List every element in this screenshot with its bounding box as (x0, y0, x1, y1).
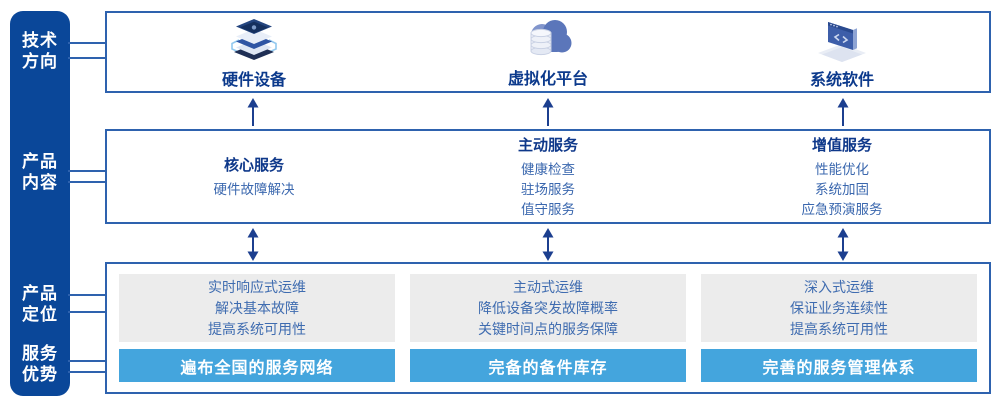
service-column-core: 核心服务 硬件故障解决 (107, 131, 401, 222)
positioning-panel: 深入式运维 保证业务连续性 提高系统可用性 (701, 274, 977, 343)
service-column-title: 增值服务 (811, 136, 872, 154)
arrow-up-down-icon (542, 228, 554, 261)
service-column-item: 健康检查 (521, 161, 575, 177)
arrow-up-down-icon (247, 228, 259, 261)
sidebar-label-line: 内容 (22, 173, 58, 192)
positioning-column-deep: 深入式运维 保证业务连续性 提高系统可用性 完善的服务管理体系 (701, 274, 977, 382)
service-column-value-added: 增值服务 性能优化 系统加固 应急预演服务 (695, 131, 989, 222)
service-column-item: 应急预演服务 (801, 201, 883, 217)
product-positioning-box: 实时响应式运维 解决基本故障 提高系统可用性 遍布全国的服务网络 主动式运维 降… (105, 262, 991, 394)
arrow-up-icon (247, 98, 259, 126)
sidebar-label-service-advantage: 服务 优势 (10, 343, 70, 385)
positioning-point: 保证业务连续性 (790, 299, 888, 316)
advantage-bar: 遍布全国的服务网络 (119, 349, 395, 382)
connector-line (68, 181, 107, 183)
positioning-point: 关键时间点的服务保障 (478, 320, 618, 337)
positioning-point: 提高系统可用性 (208, 320, 306, 337)
arrow-up-icon (837, 98, 849, 126)
sidebar-label-line: 产品 (22, 284, 58, 303)
advantage-bar: 完善的服务管理体系 (701, 349, 977, 382)
service-column-proactive: 主动服务 健康检查 驻场服务 值守服务 (401, 131, 695, 222)
connector-line (68, 170, 107, 172)
tech-item-label: 硬件设备 (221, 71, 286, 89)
connector-line (68, 57, 107, 59)
service-column-title: 主动服务 (517, 136, 578, 154)
product-content-box: 核心服务 硬件故障解决 主动服务 健康检查 驻场服务 值守服务 增值服务 性能优… (105, 129, 991, 224)
sidebar-label-product-positioning: 产品 定位 (10, 283, 70, 325)
tech-direction-box: 硬件设备 虚拟化平台 (105, 11, 991, 93)
tech-item-virtualization: 虚拟化平台 (401, 13, 695, 91)
tech-item-label: 系统软件 (809, 71, 874, 89)
sidebar-label-line: 定位 (22, 305, 58, 324)
positioning-point: 提高系统可用性 (790, 320, 888, 337)
positioning-point: 深入式运维 (804, 278, 874, 295)
sidebar-label-line: 方向 (22, 52, 58, 71)
connector-line (68, 311, 107, 313)
connector-line (68, 360, 107, 362)
sidebar-label-line: 优势 (22, 365, 58, 384)
service-column-item: 值守服务 (521, 201, 575, 217)
positioning-point: 降低设备突发故障概率 (478, 299, 618, 316)
sidebar-label-line: 服务 (22, 344, 58, 363)
tech-item-label: 虚拟化平台 (507, 70, 588, 88)
cloud-database-icon (530, 19, 572, 55)
positioning-panel: 主动式运维 降低设备突发故障概率 关键时间点的服务保障 (410, 274, 686, 343)
tech-item-hardware: 硬件设备 (107, 13, 401, 91)
server-stack-icon (231, 18, 277, 60)
arrow-up-icon (542, 98, 554, 126)
sidebar-label-product-content: 产品 内容 (10, 151, 70, 193)
positioning-point: 实时响应式运维 (208, 278, 306, 295)
sidebar-label-line: 产品 (22, 152, 58, 171)
tech-item-system-software: 系统软件 (695, 13, 989, 91)
positioning-point: 解决基本故障 (215, 299, 299, 316)
connector-line (68, 42, 107, 44)
service-column-title: 核心服务 (223, 156, 284, 174)
sidebar-label-tech-direction: 技术 方向 (10, 30, 70, 72)
service-column-item: 性能优化 (815, 161, 869, 177)
positioning-point: 主动式运维 (513, 278, 583, 295)
code-window-icon (818, 21, 866, 62)
connector-line (68, 294, 107, 296)
positioning-column-realtime: 实时响应式运维 解决基本故障 提高系统可用性 遍布全国的服务网络 (119, 274, 395, 382)
advantage-bar: 完备的备件库存 (410, 349, 686, 382)
connector-line (68, 371, 107, 373)
service-column-item: 硬件故障解决 (213, 181, 295, 197)
positioning-panel: 实时响应式运维 解决基本故障 提高系统可用性 (119, 274, 395, 343)
service-column-item: 驻场服务 (521, 181, 575, 197)
arrow-up-down-icon (837, 228, 849, 261)
sidebar-rail (10, 11, 70, 396)
positioning-column-proactive: 主动式运维 降低设备突发故障概率 关键时间点的服务保障 完备的备件库存 (410, 274, 686, 382)
sidebar-label-line: 技术 (22, 31, 58, 50)
service-column-item: 系统加固 (815, 181, 869, 197)
